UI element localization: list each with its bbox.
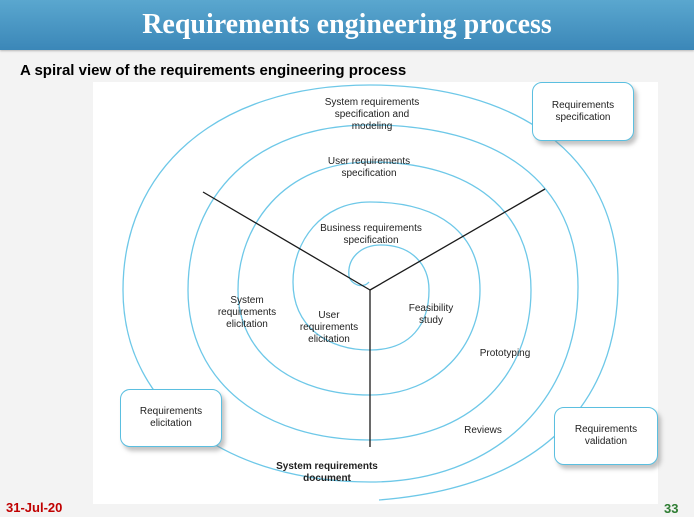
spoke-right (369, 188, 546, 291)
label-user-elicit: User requirements elicitation (299, 310, 359, 345)
page-number: 33 (664, 501, 679, 516)
title-bar: Requirements engineering process (0, 0, 694, 50)
label-system-elicit: System requirements elicitation (217, 295, 277, 330)
box-requirements-specification: Requirements specification (532, 82, 634, 141)
box-requirements-validation: Requirements validation (554, 407, 658, 465)
box-requirements-elicitation: Requirements elicitation (120, 389, 222, 447)
label-prototyping: Prototyping (479, 348, 531, 359)
footer-date: 31-Jul-20 (6, 500, 63, 515)
label-document: System requirements document (276, 461, 378, 484)
spoke-left (202, 191, 371, 291)
label-business-spec: Business requirements specification (320, 223, 422, 246)
spiral-svg (122, 84, 619, 501)
label-user-spec: User requirements specification (327, 156, 411, 179)
label-feasibility: Feasibility study (408, 303, 454, 326)
slide-subtitle: A spiral view of the requirements engine… (20, 62, 407, 79)
label-reviews: Reviews (464, 425, 502, 436)
slide-title: Requirements engineering process (142, 9, 552, 40)
spiral-curve (122, 84, 619, 501)
label-system-spec: System requirements specification and mo… (324, 97, 420, 132)
